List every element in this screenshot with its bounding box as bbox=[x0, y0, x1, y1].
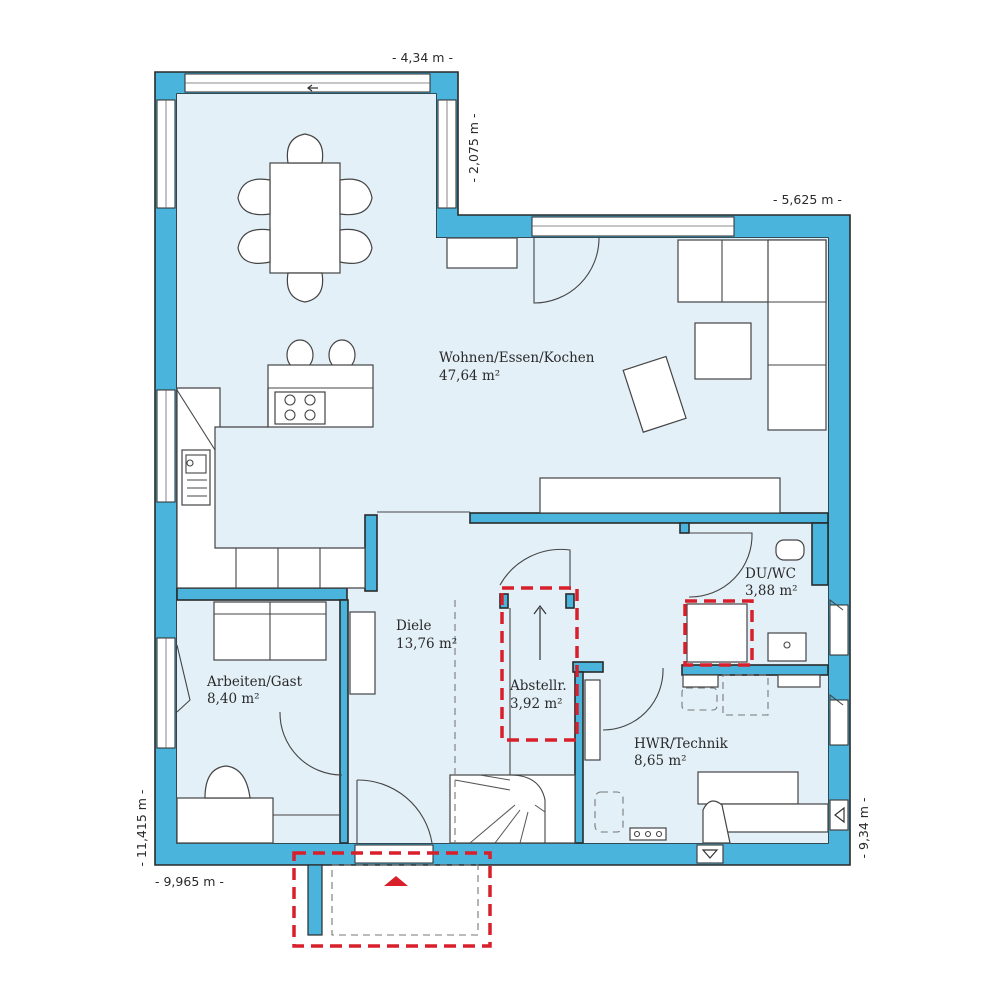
room-name-hall: Diele bbox=[396, 618, 431, 634]
living-furniture bbox=[377, 237, 827, 514]
entrance-arrow-icon bbox=[384, 876, 408, 886]
shower-highlight bbox=[683, 599, 754, 667]
room-area-study: 8,40 m² bbox=[207, 691, 260, 707]
room-name-utility: HWR/Technik bbox=[634, 736, 729, 752]
dimension-bottom: - 9,965 m - bbox=[155, 874, 224, 889]
room-area-bath: 3,88 m² bbox=[745, 583, 798, 599]
room-name-study: Arbeiten/Gast bbox=[206, 674, 303, 690]
room-area-utility: 8,65 m² bbox=[634, 753, 687, 769]
entrance bbox=[292, 851, 492, 948]
window-arrow-icon bbox=[701, 849, 719, 859]
dimension-left: - 11,415 m - bbox=[134, 790, 149, 867]
stair-up-arrow bbox=[533, 605, 547, 660]
window-arrow-icon bbox=[307, 84, 318, 92]
window-arrow-icon bbox=[834, 806, 845, 824]
dimension-top: - 4,34 m - bbox=[392, 50, 453, 65]
dimension-right: - 9,34 m - bbox=[856, 798, 871, 859]
dimension-notch: - 2,075 m - bbox=[466, 114, 481, 183]
room-name-bath: DU/WC bbox=[745, 566, 796, 582]
room-name-storage: Abstellr. bbox=[509, 678, 567, 694]
window-sills bbox=[165, 82, 734, 748]
study-furniture bbox=[176, 601, 433, 844]
staircase bbox=[449, 548, 576, 844]
room-area-living: 47,64 m² bbox=[439, 368, 500, 384]
room-area-hall: 13,76 m² bbox=[396, 636, 457, 652]
room-name-living: Wohnen/Essen/Kochen bbox=[439, 350, 595, 366]
room-area-storage: 3,92 m² bbox=[510, 696, 563, 712]
dimension-right-upper: - 5,625 m - bbox=[773, 192, 842, 207]
dining-set bbox=[237, 133, 373, 303]
kitchen bbox=[176, 339, 374, 589]
utility-room bbox=[584, 598, 849, 864]
bathroom bbox=[686, 532, 807, 663]
interior-walls bbox=[176, 512, 829, 844]
